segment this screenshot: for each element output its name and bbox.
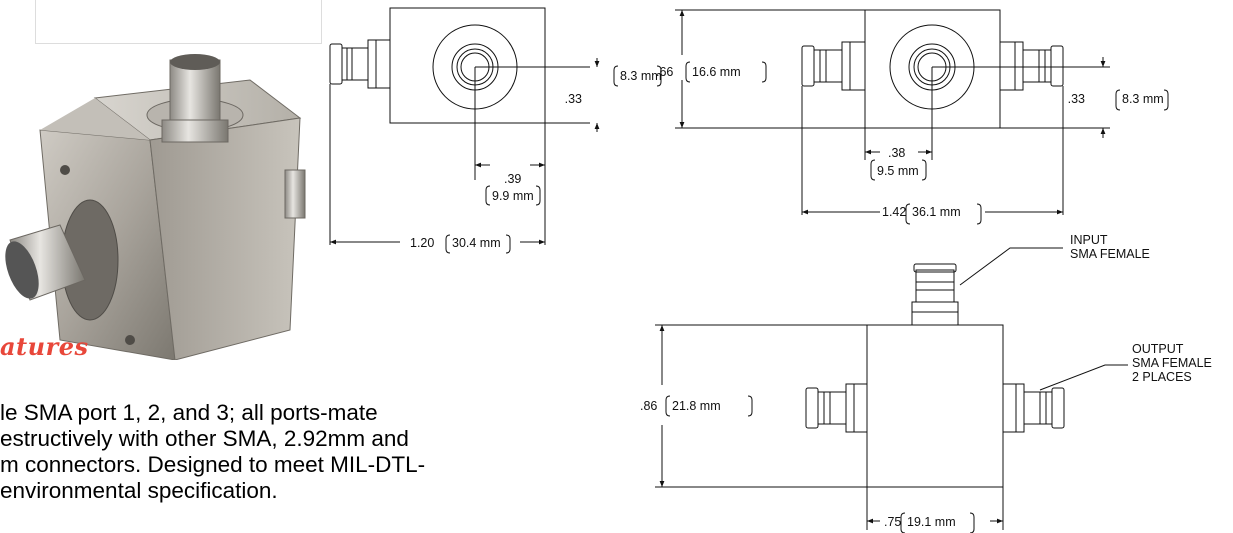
dim-mm: 21.8 mm [672,399,721,413]
dim-mm: 9.9 mm [492,189,534,203]
features-heading: atures [0,332,89,361]
top-right-view [675,9,1169,225]
dim-value: 1.42 [882,205,906,219]
dim-mm: 36.1 mm [912,205,961,219]
callout-input-type: SMA FEMALE [1070,247,1150,261]
dim-value: .66 [656,65,673,79]
callout-output-type: SMA FEMALE [1132,356,1212,370]
dim-value: .75 [884,515,901,529]
product-photo [5,54,306,360]
dim-mm: 30.4 mm [452,236,501,250]
dim-value: .38 [888,146,905,160]
top-panel-box [35,0,322,44]
dim-mm: 9.5 mm [877,164,919,178]
dim-mm: 8.3 mm [620,69,662,83]
dim-value: 1.20 [410,236,434,250]
description-line: estructively with other SMA, 2.92mm and [0,426,409,451]
description-line: environmental specification. [0,478,278,503]
callout-output: OUTPUT [1132,342,1184,356]
dim-value: .33 [565,92,582,106]
description-line: le SMA port 1, 2, and 3; all ports-mate [0,400,378,425]
dim-value: .39 [504,172,521,186]
description-line: m connectors. Designed to meet MIL-DTL- [0,452,426,477]
bottom-view [655,247,1128,533]
description-text: le SMA port 1, 2, and 3; all ports-mate … [0,400,540,504]
dim-value: .86 [640,399,657,413]
dim-value: .33 [1068,92,1085,106]
dim-mm: 16.6 mm [692,65,741,79]
top-left-view [329,7,662,254]
callout-output-count: 2 PLACES [1132,370,1192,384]
dim-mm: 8.3 mm [1122,92,1164,106]
callout-input: INPUT [1070,233,1108,247]
dim-mm: 19.1 mm [907,515,956,529]
